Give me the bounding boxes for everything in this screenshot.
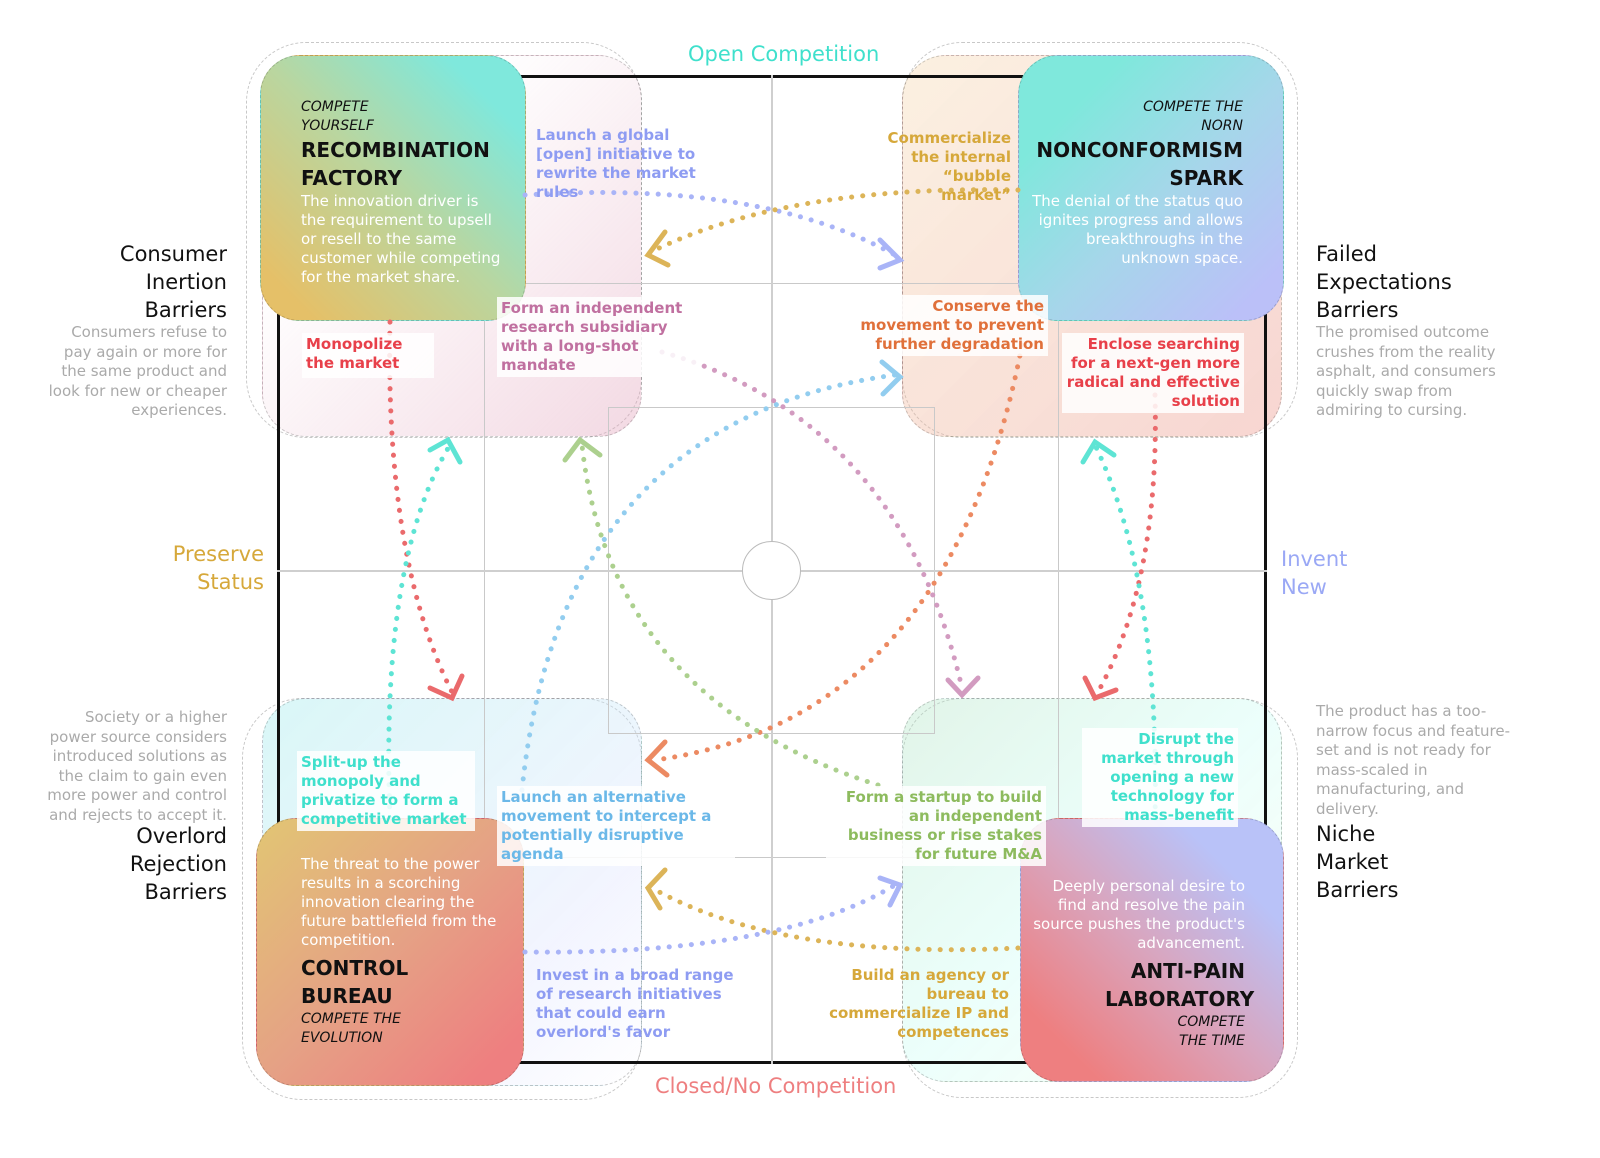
arrow-monopolize bbox=[387, 319, 455, 695]
barrier-consumer-inertion-title: Consumer Inertion Barriers bbox=[119, 242, 227, 322]
arrowhead bbox=[562, 436, 603, 463]
axis-open-competition: Open Competition bbox=[688, 42, 880, 66]
compete-label: COMPETE THE TIME bbox=[1177, 1014, 1245, 1049]
compete-label: COMPETE YOURSELF bbox=[301, 99, 374, 134]
action-form-startup: Form a startup to build an independent b… bbox=[826, 786, 1046, 866]
axis-closed-competition: Closed/No Competition bbox=[655, 1074, 897, 1098]
arrowhead bbox=[945, 675, 981, 699]
arrowhead bbox=[644, 739, 670, 778]
barrier-failed-expectations-desc: The promised outcome crushes from the re… bbox=[1316, 323, 1496, 419]
action-disrupt: Disrupt the market through opening a new… bbox=[1082, 728, 1238, 827]
action-launch-alt: Launch an alternative movement to interc… bbox=[497, 786, 735, 866]
quadrant-desc: The threat to the power results in a sco… bbox=[301, 855, 497, 949]
action-monopolize: Monopolize the market bbox=[302, 333, 434, 378]
arrowhead bbox=[879, 359, 904, 397]
arrowhead bbox=[644, 229, 671, 268]
barrier-consumer-inertion-desc: Consumers refuse to pay again or more fo… bbox=[48, 323, 227, 419]
action-split-up: Split-up the monopoly and privatize to f… bbox=[297, 751, 475, 831]
action-enclose: Enclose searching for a next-gen more ra… bbox=[1062, 333, 1244, 413]
zone-bottom-left bbox=[242, 698, 642, 1100]
quadrant-title: CONTROL BUREAU bbox=[301, 956, 409, 1008]
barrier-failed-expectations-title: Failed Expectations Barriers bbox=[1316, 242, 1452, 322]
quadrant-title: NONCONFORMISM SPARK bbox=[1036, 138, 1243, 190]
barrier-niche-market-title: Niche Market Barriers bbox=[1316, 822, 1399, 902]
arrow-disrupt bbox=[1092, 442, 1158, 821]
arrow-build-agency bbox=[649, 885, 1021, 953]
compete-label: COMPETE THE NORN bbox=[1143, 99, 1243, 134]
arrow-conserve bbox=[652, 342, 1025, 763]
arrowhead bbox=[427, 673, 465, 702]
card-control-bureau: The threat to the power results in a sco… bbox=[256, 818, 524, 1086]
action-invest: Invest in a broad range of research init… bbox=[536, 966, 734, 1041]
action-form-independent: Form an independent research subsidiary … bbox=[497, 297, 697, 377]
compete-label: COMPETE THE EVOLUTION bbox=[301, 1011, 401, 1046]
arrowhead bbox=[877, 875, 904, 908]
quadrant-desc: Deeply personal desire to find and resol… bbox=[1033, 877, 1245, 952]
arrowhead bbox=[1082, 675, 1119, 702]
quadrant-desc: The innovation driver is the requirement… bbox=[301, 192, 501, 286]
axis-preserve-status: Preserve Status bbox=[172, 542, 264, 594]
arrow-launch-alt bbox=[519, 372, 898, 793]
zone-top-right bbox=[902, 42, 1298, 438]
arrow-invest bbox=[522, 882, 898, 955]
arrow-enclose bbox=[1095, 392, 1158, 695]
action-launch-global: Launch a global [open] initiative to rew… bbox=[536, 126, 696, 201]
arrowhead bbox=[1080, 438, 1117, 465]
card-recombination-factory: COMPETE YOURSELF RECOMBINATION FACTORY T… bbox=[260, 55, 526, 321]
arrowhead bbox=[877, 237, 905, 271]
barrier-overlord-rejection-desc: Society or a higher power source conside… bbox=[47, 708, 227, 824]
arrowhead bbox=[427, 436, 463, 465]
arrowhead bbox=[644, 867, 668, 911]
zone-top-left bbox=[246, 42, 642, 438]
arrow-form-startup bbox=[579, 442, 881, 788]
arrow-launch-global bbox=[522, 190, 898, 258]
barrier-niche-market-desc: The product has a too-narrow focus and f… bbox=[1316, 702, 1511, 818]
action-conserve: Conserve the movement to prevent further… bbox=[852, 295, 1048, 356]
quadrant-title: ANTI-PAIN LABORATORY bbox=[1105, 959, 1255, 1011]
center-circle bbox=[742, 541, 801, 600]
card-nonconformism-spark: COMPETE THE NORN NONCONFORMISM SPARK The… bbox=[1018, 55, 1284, 321]
arrow-form-independent bbox=[659, 349, 965, 691]
action-commercialize: Commercialize the internal “bubble marke… bbox=[887, 129, 1012, 204]
barrier-overlord-rejection-title: Overlord Rejection Barriers bbox=[129, 824, 227, 904]
quadrant-desc: The denial of the status quo ignites pro… bbox=[1032, 192, 1243, 267]
card-anti-pain-laboratory: Deeply personal desire to find and resol… bbox=[1020, 818, 1284, 1082]
axis-invent-new: Invent New bbox=[1281, 547, 1348, 599]
quadrant-title: RECOMBINATION FACTORY bbox=[301, 138, 490, 190]
action-build-agency: Build an agency or bureau to commerciali… bbox=[829, 966, 1009, 1041]
